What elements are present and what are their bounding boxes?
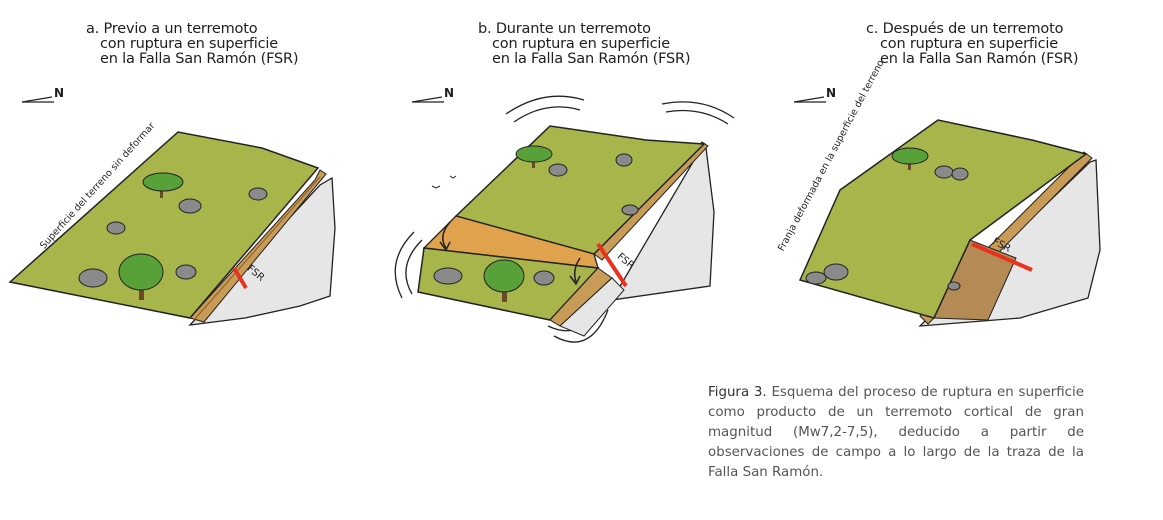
- bedrock-face-lower: [559, 277, 625, 337]
- tree-icon: [142, 172, 184, 198]
- boulder: [178, 198, 202, 214]
- tree-icon: [483, 259, 525, 302]
- panel-after-title: c. Después de un terremoto con ruptura e…: [866, 22, 1078, 67]
- boulder: [951, 167, 969, 181]
- figure-caption-label: Figura 3.: [708, 385, 767, 401]
- north-label: N: [826, 86, 837, 100]
- panel-during-title: b. Durante un terremoto con ruptura en s…: [478, 22, 690, 67]
- panel-during: b. Durante un terremoto con ruptura en s…: [384, 0, 764, 360]
- boulder: [934, 165, 954, 179]
- panel-after-title-line-3: en la Falla San Ramón (FSR): [880, 51, 1079, 67]
- north-arrow-icon: [412, 96, 444, 103]
- fault-line: [971, 242, 1033, 272]
- figure-caption-text: Esquema del proceso de ruptura en superf…: [708, 385, 1084, 481]
- north-arrow: N: [794, 84, 844, 108]
- figure-caption: Figura 3. Esquema del proceso de ruptura…: [708, 383, 1084, 483]
- block-diagram-after: [798, 119, 1101, 327]
- north-label: N: [444, 86, 455, 100]
- north-arrow: N: [412, 84, 462, 108]
- bird-icon: [431, 185, 441, 189]
- bird-icon: [449, 175, 457, 179]
- block-diagram-before: [8, 131, 336, 326]
- tree-icon: [891, 147, 929, 170]
- bedrock-face: [610, 147, 715, 301]
- panel-during-title-line-1: b. Durante un terremoto: [478, 21, 651, 37]
- fault-line: [596, 242, 628, 288]
- panel-after: c. Después de un terremoto con ruptura e…: [770, 0, 1150, 360]
- panel-before-title: a. Previo a un terremoto con ruptura en …: [86, 22, 298, 67]
- boulder: [78, 268, 108, 288]
- panel-before: a. Previo a un terremoto con ruptura en …: [0, 0, 380, 360]
- panel-before-title-line-1: a. Previo a un terremoto: [86, 21, 258, 37]
- boulder: [823, 263, 849, 281]
- boulder: [106, 221, 126, 235]
- panel-during-title-line-3: en la Falla San Ramón (FSR): [492, 51, 691, 67]
- boulder: [248, 187, 268, 201]
- boulder: [533, 270, 555, 286]
- north-arrow-icon: [22, 96, 54, 103]
- soil-layers: [189, 169, 327, 323]
- panel-after-title-line-2: con ruptura en superficie: [880, 36, 1058, 52]
- panel-before-title-line-2: con ruptura en superficie: [100, 36, 278, 52]
- north-arrow: N: [22, 84, 72, 108]
- fault-line: [232, 266, 248, 290]
- ground-surface: [798, 119, 1088, 319]
- downward-arrow-icon: [569, 257, 581, 286]
- tree-icon: [118, 253, 164, 300]
- boulder: [805, 271, 827, 285]
- north-label: N: [54, 86, 65, 100]
- boulder: [947, 281, 961, 291]
- panel-during-title-line-2: con ruptura en superficie: [492, 36, 670, 52]
- boulder: [548, 163, 568, 177]
- boulder: [175, 264, 197, 280]
- boulder: [621, 204, 639, 216]
- tree-icon: [515, 145, 553, 168]
- panel-before-title-line-3: en la Falla San Ramón (FSR): [100, 51, 299, 67]
- downward-arrow-icon: [439, 221, 451, 252]
- boulder: [433, 267, 463, 285]
- north-arrow-icon: [794, 96, 826, 103]
- panel-after-title-line-1: c. Después de un terremoto: [866, 21, 1064, 37]
- block-diagram-during: [394, 95, 735, 343]
- boulder: [615, 153, 633, 167]
